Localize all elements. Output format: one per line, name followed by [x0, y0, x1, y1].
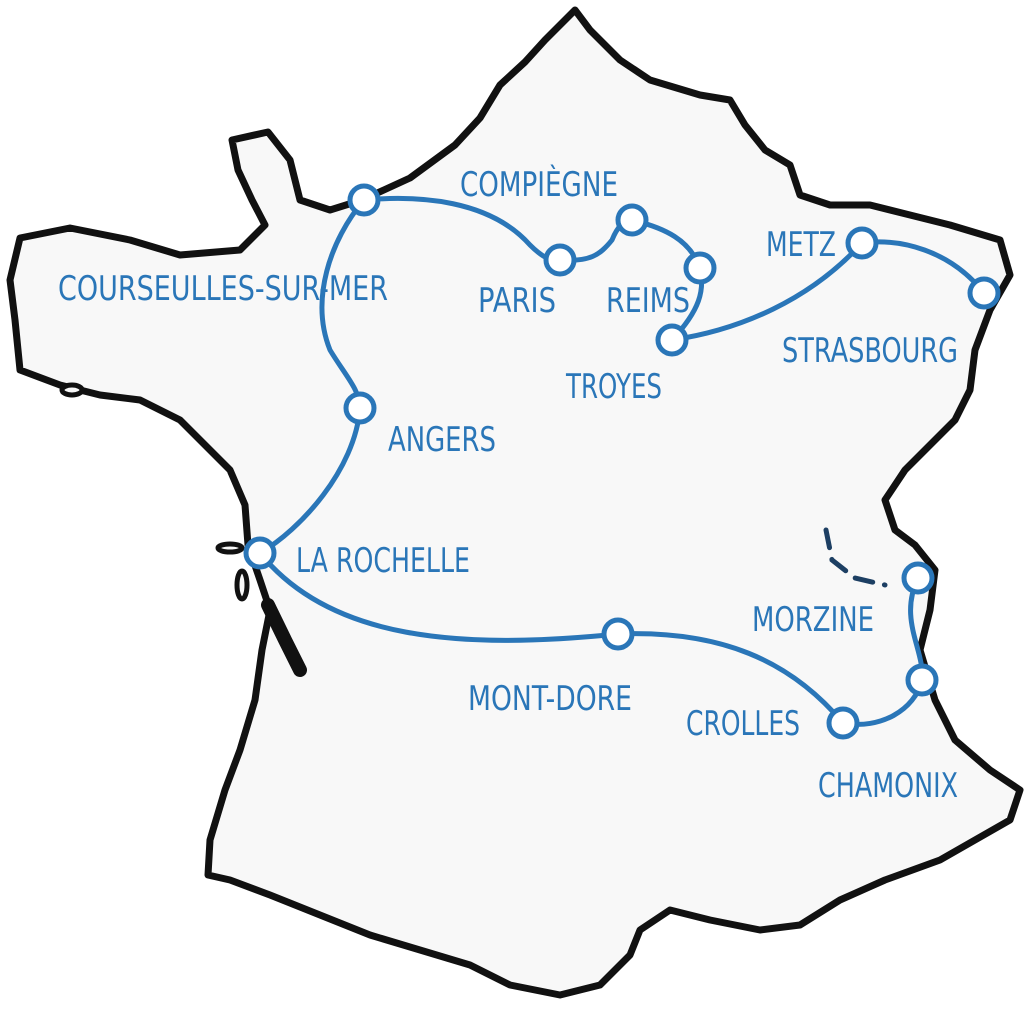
- stop-strasbourg[interactable]: [967, 276, 1001, 310]
- label-metz: METZ: [766, 225, 836, 265]
- stop-reims[interactable]: [683, 251, 717, 285]
- stop-compiegne[interactable]: [615, 203, 649, 237]
- gironde-coast: [261, 598, 307, 677]
- label-crolles: CROLLES: [686, 704, 800, 744]
- stop-montdore[interactable]: [601, 617, 635, 651]
- border-dash: [823, 527, 888, 588]
- label-morzine: MORZINE: [752, 600, 874, 640]
- label-larochelle: LA ROCHELLE: [296, 541, 470, 581]
- label-courseulles: COURSEULLES-SUR-MER: [58, 269, 388, 309]
- stop-paris[interactable]: [543, 243, 577, 277]
- ile-de-re: [215, 541, 245, 555]
- stop-chamonix[interactable]: [905, 663, 939, 697]
- label-reims: REIMS: [606, 281, 690, 321]
- label-chamonix: CHAMONIX: [818, 766, 958, 806]
- stop-metz[interactable]: [845, 226, 879, 260]
- stop-angers[interactable]: [343, 391, 377, 425]
- stop-troyes[interactable]: [655, 323, 689, 357]
- label-angers: ANGERS: [388, 420, 496, 460]
- label-troyes: TROYES: [565, 367, 662, 407]
- route-line: [257, 197, 925, 727]
- label-strasbourg: STRASBOURG: [782, 331, 958, 371]
- label-paris: PARIS: [478, 281, 556, 321]
- route-stops: [243, 183, 1001, 740]
- stop-courseulles[interactable]: [347, 183, 381, 217]
- stop-crolles[interactable]: [826, 706, 860, 740]
- ile-oleron: [234, 568, 250, 602]
- stop-morzine[interactable]: [901, 561, 935, 595]
- label-compiegne: COMPIÈGNE: [460, 164, 618, 205]
- stop-larochelle[interactable]: [243, 536, 277, 570]
- belle-ile: [59, 382, 85, 398]
- france-landmass: [6, 6, 1024, 999]
- label-montdore: MONT-DORE: [468, 679, 632, 719]
